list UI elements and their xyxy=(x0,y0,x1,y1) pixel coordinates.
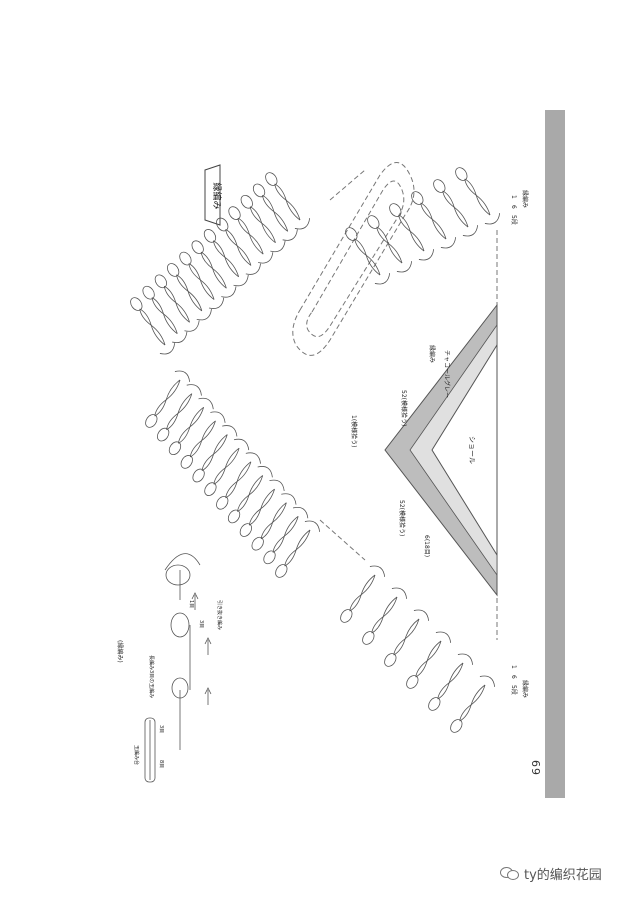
fringe-motif xyxy=(154,274,200,332)
fringe-motif xyxy=(130,297,176,355)
fringe-motif xyxy=(362,587,408,645)
band-labels: チャコールグレー 縁編み 52(模様拾う) 1(模様拾う) 52(模様拾う) 6… xyxy=(350,345,451,557)
count-bottom-label: 6(18目) xyxy=(423,535,430,557)
row-mark-top-6: 6 xyxy=(510,205,517,209)
fringe-motif xyxy=(167,263,212,321)
row-mark-top-1: 1 xyxy=(510,195,517,199)
fringe-motif xyxy=(433,179,479,237)
chat-bubble-icon xyxy=(500,865,520,881)
inset-title: (縁編み) xyxy=(116,640,124,663)
inset-step-2: 3目 xyxy=(158,725,164,733)
fringe-motif xyxy=(191,240,237,298)
row-mark-bottom-5: 5段 xyxy=(510,685,518,695)
fringe-motif xyxy=(411,191,457,249)
fringe-motif xyxy=(251,493,297,551)
fringe-motif xyxy=(345,227,391,285)
fringe-motif xyxy=(216,217,261,275)
inset-step-7: 1目 xyxy=(188,600,194,608)
fringe-motif xyxy=(428,653,474,711)
fringe-motif xyxy=(275,520,321,578)
band-color-label: チャコールグレー xyxy=(443,350,451,398)
fringe-motif xyxy=(180,411,226,469)
fringe-motif xyxy=(179,251,225,309)
repeat-oval xyxy=(292,162,415,356)
fringe-motif xyxy=(168,397,214,456)
fringe-motif xyxy=(384,609,430,667)
inset-step-4: 8目 xyxy=(158,760,164,768)
row-mark-bottom-label: 縁編み xyxy=(521,680,529,698)
diagram-title: 縁編み xyxy=(211,182,223,209)
sidebar-strip xyxy=(545,110,565,798)
fringe-motif xyxy=(265,172,311,230)
fringe-motif xyxy=(142,285,188,343)
row-marks-bottom: 縁編み 1 6 5段 xyxy=(510,665,529,698)
fringe-motif xyxy=(406,631,452,689)
fringe-motif xyxy=(450,675,496,733)
row-mark-top-5: 5段 xyxy=(510,215,518,225)
fringe-motif xyxy=(216,452,261,510)
row-mark-bottom-1: 1 xyxy=(510,665,517,669)
fringe-motif xyxy=(240,194,286,253)
band-edging-label: 縁編み xyxy=(428,345,436,363)
inset-diagram: (縁編み) xyxy=(116,553,212,783)
shawl-triangle: ショール xyxy=(384,303,498,597)
fringe-motif xyxy=(157,384,202,442)
pick-left-label: 52(模様拾う) xyxy=(400,390,408,426)
inset-step-5: 長編み3目の玉編み xyxy=(148,655,155,698)
fringe-motif xyxy=(239,479,285,537)
inset-step-1: 玉編み台 xyxy=(133,745,140,765)
watermark: ty的编织花园 xyxy=(500,862,635,884)
pick-center-label: 1(模様拾う) xyxy=(350,415,358,448)
row-mark-top-label: 縁編み xyxy=(521,190,529,208)
fringe-motif xyxy=(455,167,501,225)
watermark-text: ty的编织花园 xyxy=(524,867,602,883)
inset-step-6: 3目 xyxy=(198,620,204,628)
fringe-motif xyxy=(367,215,413,273)
row-mark-bottom-6: 6 xyxy=(510,675,517,679)
fringe-motif xyxy=(228,206,274,264)
fringe-motif xyxy=(145,370,191,428)
fringe-motif xyxy=(340,565,386,623)
fringe-edging xyxy=(130,167,501,733)
fringe-motif xyxy=(252,183,298,241)
fringe-motif xyxy=(227,466,273,524)
row-marks-top: 縁編み 1 6 5段 xyxy=(510,190,529,225)
page-number: 69 xyxy=(529,760,542,776)
fringe-motif xyxy=(192,425,238,483)
fringe-motif xyxy=(389,203,435,261)
fringe-motif xyxy=(203,229,249,287)
title-badge: 縁編み xyxy=(204,164,223,226)
shawl-body-label: ショール xyxy=(468,436,476,464)
fringe-motif xyxy=(263,507,309,565)
inset-step-8: 引き抜き編み xyxy=(216,600,223,630)
fringe-motif xyxy=(204,438,250,496)
inset-labels: 玉編み台 3目 8目 長編み3目の玉編み 3目 1目 引き抜き編み xyxy=(133,600,223,768)
pick-right-label: 52(模様拾う) xyxy=(398,500,406,536)
